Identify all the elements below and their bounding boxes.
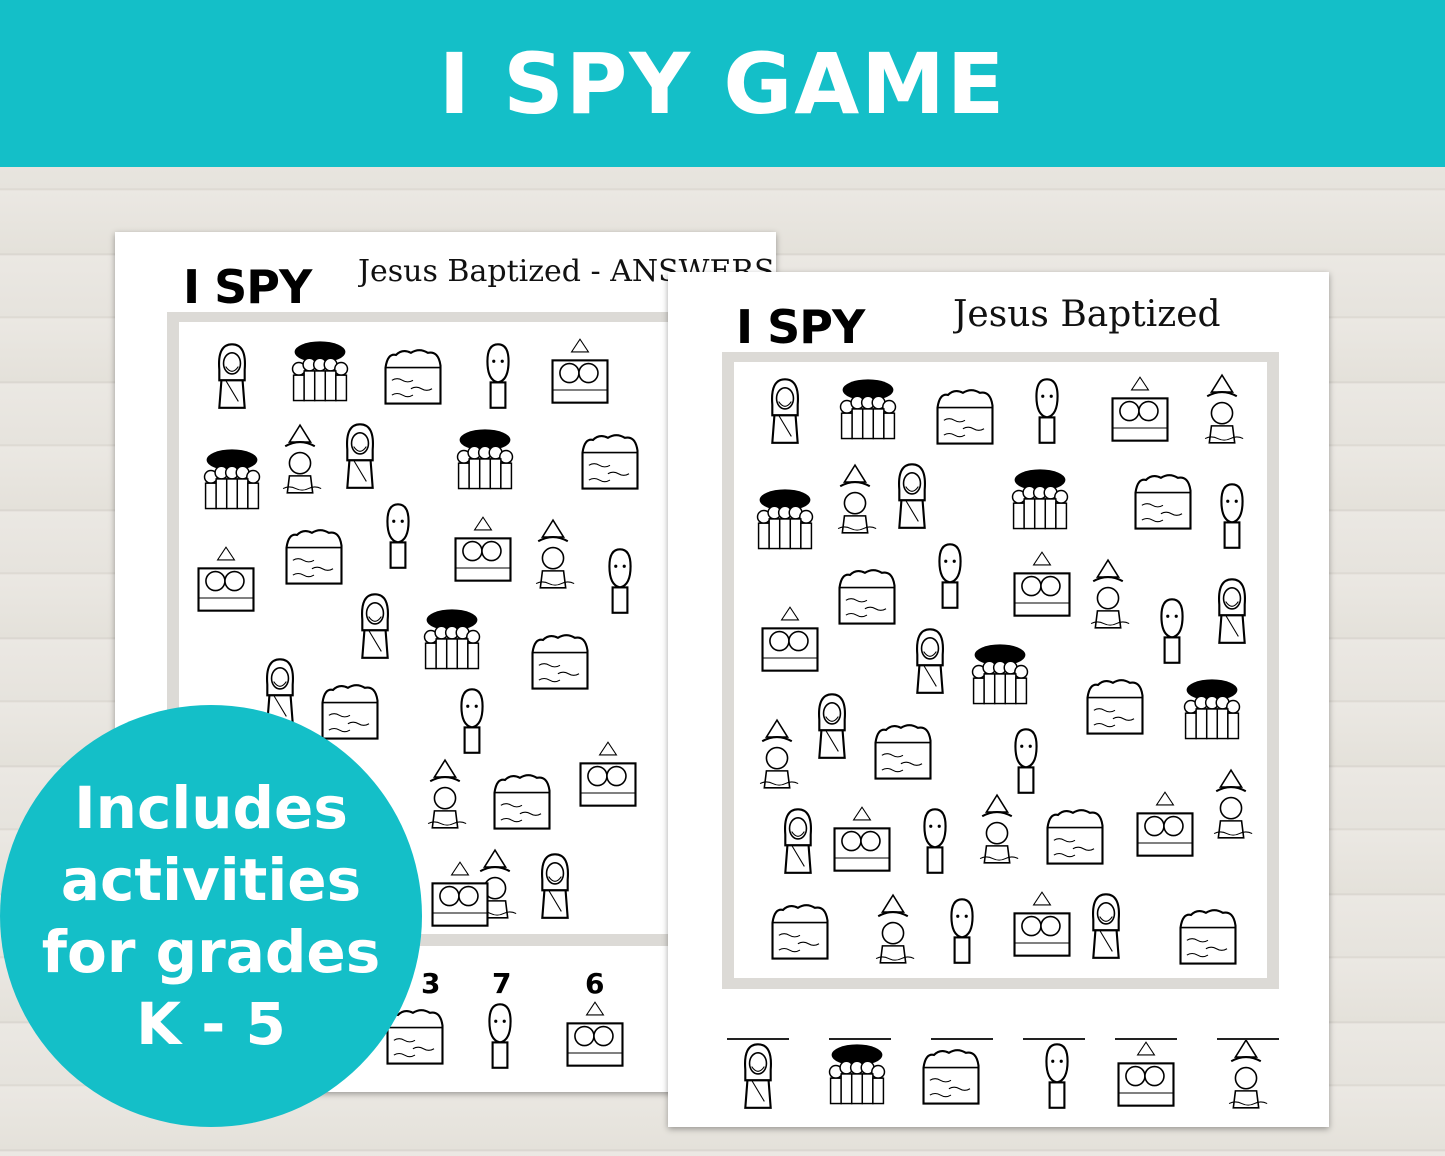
water-river-icon [380,338,446,412]
answer-blank-line[interactable] [931,1038,993,1040]
answer-blank-line[interactable] [1023,1038,1085,1040]
jesus-icon [879,458,945,532]
jesus-icon [765,803,831,877]
jesus-icon [897,623,963,697]
baptism-scene-icon [1113,1038,1179,1112]
john-baptist-icon [1014,373,1080,447]
answer-blank-line[interactable] [1217,1038,1279,1040]
water-river-icon [317,673,383,747]
disciples-group-icon [452,423,518,497]
badge-line: K - 5 [136,990,286,1058]
badge-line: for grades [41,918,381,986]
baptism-scene-icon [427,858,493,932]
disciples-group-icon [824,1038,890,1112]
answer-blank-line[interactable] [1115,1038,1177,1040]
water-river-icon [577,423,643,497]
water-river-icon [489,763,555,837]
water-river-icon [1130,463,1196,537]
baptism-scene-icon [575,738,641,812]
disciples-group-icon [1179,673,1245,747]
dove-figure-icon [1213,1038,1279,1112]
john-baptist-icon [465,338,531,412]
disciples-group-icon [419,603,485,677]
disciples-group-icon [287,335,353,409]
dove-figure-icon [964,793,1030,867]
banner-title: I SPY GAME [438,34,1007,133]
john-baptist-icon [993,723,1059,797]
answer-count: 7 [492,967,512,1000]
john-baptist-icon [439,683,505,757]
answer-sheet-heading: I SPY [183,260,312,314]
answer-blank-line[interactable] [829,1038,891,1040]
dove-figure-icon [267,423,333,497]
jesus-icon [342,588,408,662]
baptism-scene-icon [547,335,613,409]
baptism-scene-icon [450,513,516,587]
dove-figure-icon [1075,558,1141,632]
disciples-group-icon [967,638,1033,712]
dove-figure-icon [520,518,586,592]
water-river-icon [918,1038,984,1112]
water-river-icon [767,893,833,967]
jesus-icon [1073,888,1139,962]
water-river-icon [527,623,593,697]
baptism-scene-icon [1107,373,1173,447]
baptism-scene-icon [1009,548,1075,622]
john-baptist-icon [917,538,983,612]
john-baptist-icon [929,893,995,967]
baptism-scene-icon [829,803,895,877]
grades-badge: Includes activities for grades K - 5 [0,705,422,1127]
baptism-scene-icon [562,998,628,1072]
disciples-group-icon [752,483,818,557]
disciples-group-icon [199,443,265,517]
john-baptist-icon [467,998,533,1072]
water-river-icon [1082,668,1148,742]
answer-count: 3 [421,967,441,1000]
baptism-scene-icon [757,603,823,677]
worksheet-subtitle: Jesus Baptized [953,294,1221,335]
water-river-icon [281,518,347,592]
jesus-icon [199,338,265,412]
banner: I SPY GAME [0,0,1445,167]
badge-line: activities [60,846,362,914]
water-river-icon [1175,898,1241,972]
jesus-icon [327,418,393,492]
john-baptist-icon [902,803,968,877]
water-river-icon [932,378,998,452]
john-baptist-icon [587,543,653,617]
dove-figure-icon [1189,373,1255,447]
water-river-icon [834,558,900,632]
baptism-scene-icon [1132,788,1198,862]
baptism-scene-icon [1009,888,1075,962]
jesus-icon [522,848,588,922]
john-baptist-icon [1139,593,1205,667]
water-river-icon [1042,798,1108,872]
badge-line: Includes [74,774,348,842]
john-baptist-icon [1199,478,1265,552]
john-baptist-icon [1024,1038,1090,1112]
jesus-icon [1199,573,1265,647]
dove-figure-icon [1198,768,1264,842]
answer-count: 6 [585,967,605,1000]
john-baptist-icon [365,498,431,572]
dove-figure-icon [860,893,926,967]
water-river-icon [870,713,936,787]
jesus-icon [752,373,818,447]
answer-blank-line[interactable] [727,1038,789,1040]
baptism-scene-icon [193,543,259,617]
disciples-group-icon [835,373,901,447]
worksheet-heading: I SPY [736,300,865,354]
dove-figure-icon [412,758,478,832]
dove-figure-icon [744,718,810,792]
jesus-icon [725,1038,791,1112]
disciples-group-icon [1007,463,1073,537]
